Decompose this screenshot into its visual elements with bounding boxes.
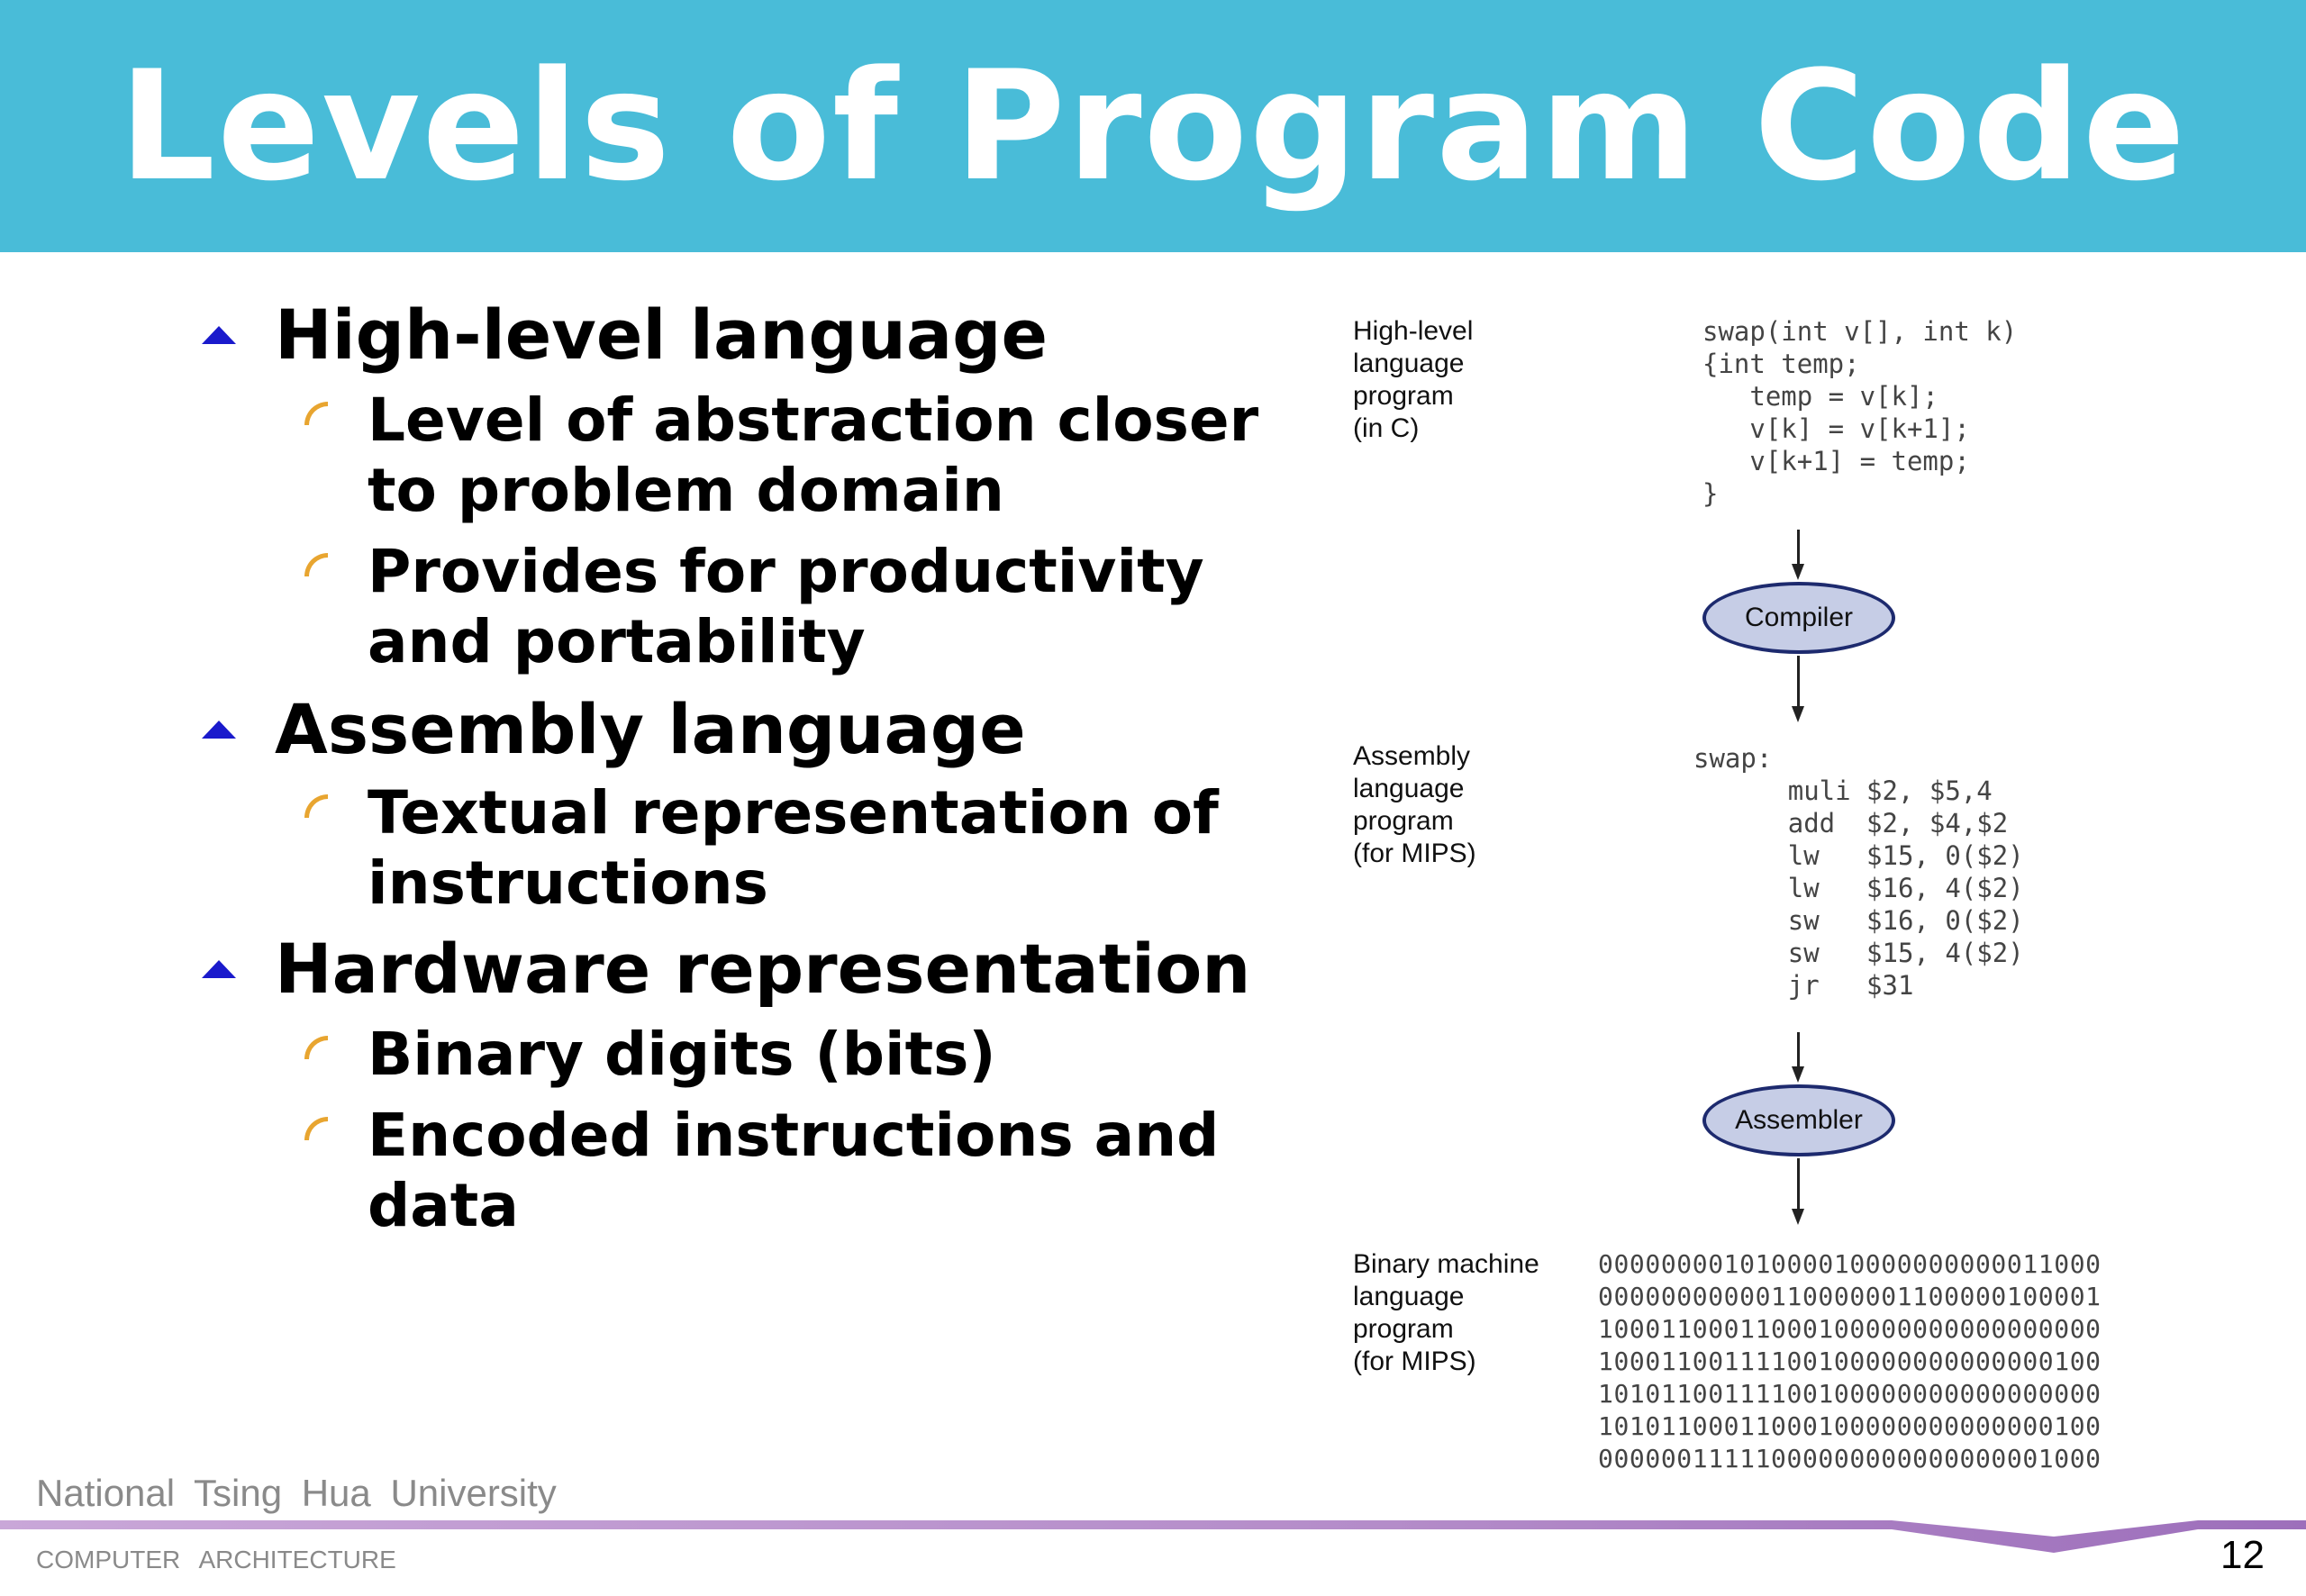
c-code-line: v[k+1] = temp; — [1702, 446, 1970, 476]
flow-line — [1797, 530, 1800, 567]
arrow-down-icon — [1792, 1209, 1804, 1225]
binary-label-line: Binary machine — [1353, 1249, 1539, 1279]
asm-code-line: sw $15, 4($2) — [1693, 938, 2024, 968]
binary-code-line: 00000000000110000001100000100001 — [1598, 1282, 2102, 1311]
assembly-label-line: program — [1353, 806, 1454, 836]
binary-code-line: 10001100111100100000000000000100 — [1598, 1347, 2102, 1376]
binary-code-line: 10101100111100100000000000000000 — [1598, 1379, 2102, 1409]
arc-bullet-icon — [304, 1036, 328, 1059]
binary-label-line: program — [1353, 1314, 1454, 1344]
triangle-bullet-icon — [202, 721, 236, 739]
arrow-down-icon — [1792, 706, 1804, 722]
asm-code-line: lw $15, 0($2) — [1693, 840, 2024, 871]
sub-bullet-binary-digits: Binary digits (bits) — [368, 1020, 996, 1089]
binary-code-line: 00000011111000000000000000001000 — [1598, 1444, 2102, 1474]
sub-bullet-textual-cont: instructions — [368, 848, 768, 918]
binary-label-line: (for MIPS) — [1353, 1347, 1476, 1376]
arc-bullet-icon — [304, 553, 328, 576]
triangle-bullet-icon — [202, 326, 236, 344]
footer-band — [0, 1520, 2306, 1553]
c-code-line: v[k] = v[k+1]; — [1702, 413, 1970, 444]
title-bar — [0, 0, 2306, 252]
bullet-high-level-language: High-level language — [275, 295, 1049, 375]
asm-code-line: muli $2, $5,4 — [1693, 775, 1993, 806]
sub-bullet-abstraction-cont: to problem domain — [368, 456, 1004, 525]
assembler-node: Assembler — [1702, 1084, 1895, 1156]
high-level-label-line: (in C) — [1353, 413, 1420, 443]
slide-title: Levels of Program Code — [119, 38, 2187, 214]
binary-label-line: language — [1353, 1282, 1465, 1311]
arrow-down-icon — [1792, 564, 1804, 580]
sub-bullet-encoded-cont: data — [368, 1171, 519, 1240]
flow-line — [1797, 656, 1800, 708]
flow-line — [1797, 1158, 1800, 1211]
asm-code-line: lw $16, 4($2) — [1693, 873, 2024, 903]
c-code-line: temp = v[k]; — [1702, 381, 1938, 412]
asm-code-line: jr $31 — [1693, 970, 1914, 1001]
c-code-line: } — [1702, 478, 1719, 509]
binary-code-line: 10001100011000100000000000000000 — [1598, 1314, 2102, 1344]
asm-code-line: sw $16, 0($2) — [1693, 905, 2024, 936]
compiler-node: Compiler — [1702, 582, 1895, 654]
high-level-label-line: program — [1353, 381, 1454, 411]
arc-bullet-icon — [304, 1117, 328, 1140]
asm-code-line: swap: — [1693, 743, 1773, 774]
asm-code-line: add $2, $4,$2 — [1693, 808, 2009, 839]
c-code-line: {int temp; — [1702, 349, 1860, 379]
sub-bullet-productivity: Provides for productivity — [368, 537, 1204, 606]
sub-bullet-abstraction: Level of abstraction closer — [368, 385, 1259, 455]
c-code-line: swap(int v[], int k) — [1702, 316, 2018, 347]
triangle-bullet-icon — [202, 960, 236, 978]
assembly-label-line: Assembly — [1353, 741, 1471, 771]
high-level-label-line: High-level — [1353, 316, 1474, 346]
footer-course: COMPUTER ARCHITECTURE — [36, 1546, 396, 1573]
sub-bullet-textual: Textual representation of — [368, 778, 1219, 848]
binary-code-line: 10101100011000100000000000000100 — [1598, 1411, 2102, 1441]
page-number: 12 — [2220, 1533, 2265, 1577]
binary-code-line: 00000000101000010000000000011000 — [1598, 1249, 2102, 1279]
assembly-label-line: (for MIPS) — [1353, 839, 1476, 868]
assembly-label-line: language — [1353, 774, 1465, 803]
bullet-assembly-language: Assembly language — [275, 689, 1026, 769]
sub-bullet-productivity-cont: and portability — [368, 607, 866, 676]
bullet-hardware-representation: Hardware representation — [275, 929, 1251, 1009]
arc-bullet-icon — [304, 402, 328, 425]
flow-line — [1797, 1032, 1800, 1070]
arrow-down-icon — [1792, 1066, 1804, 1083]
arc-bullet-icon — [304, 794, 328, 818]
sub-bullet-encoded: Encoded instructions and — [368, 1101, 1220, 1170]
high-level-label-line: language — [1353, 349, 1465, 378]
footer-university: National Tsing Hua University — [36, 1472, 557, 1514]
